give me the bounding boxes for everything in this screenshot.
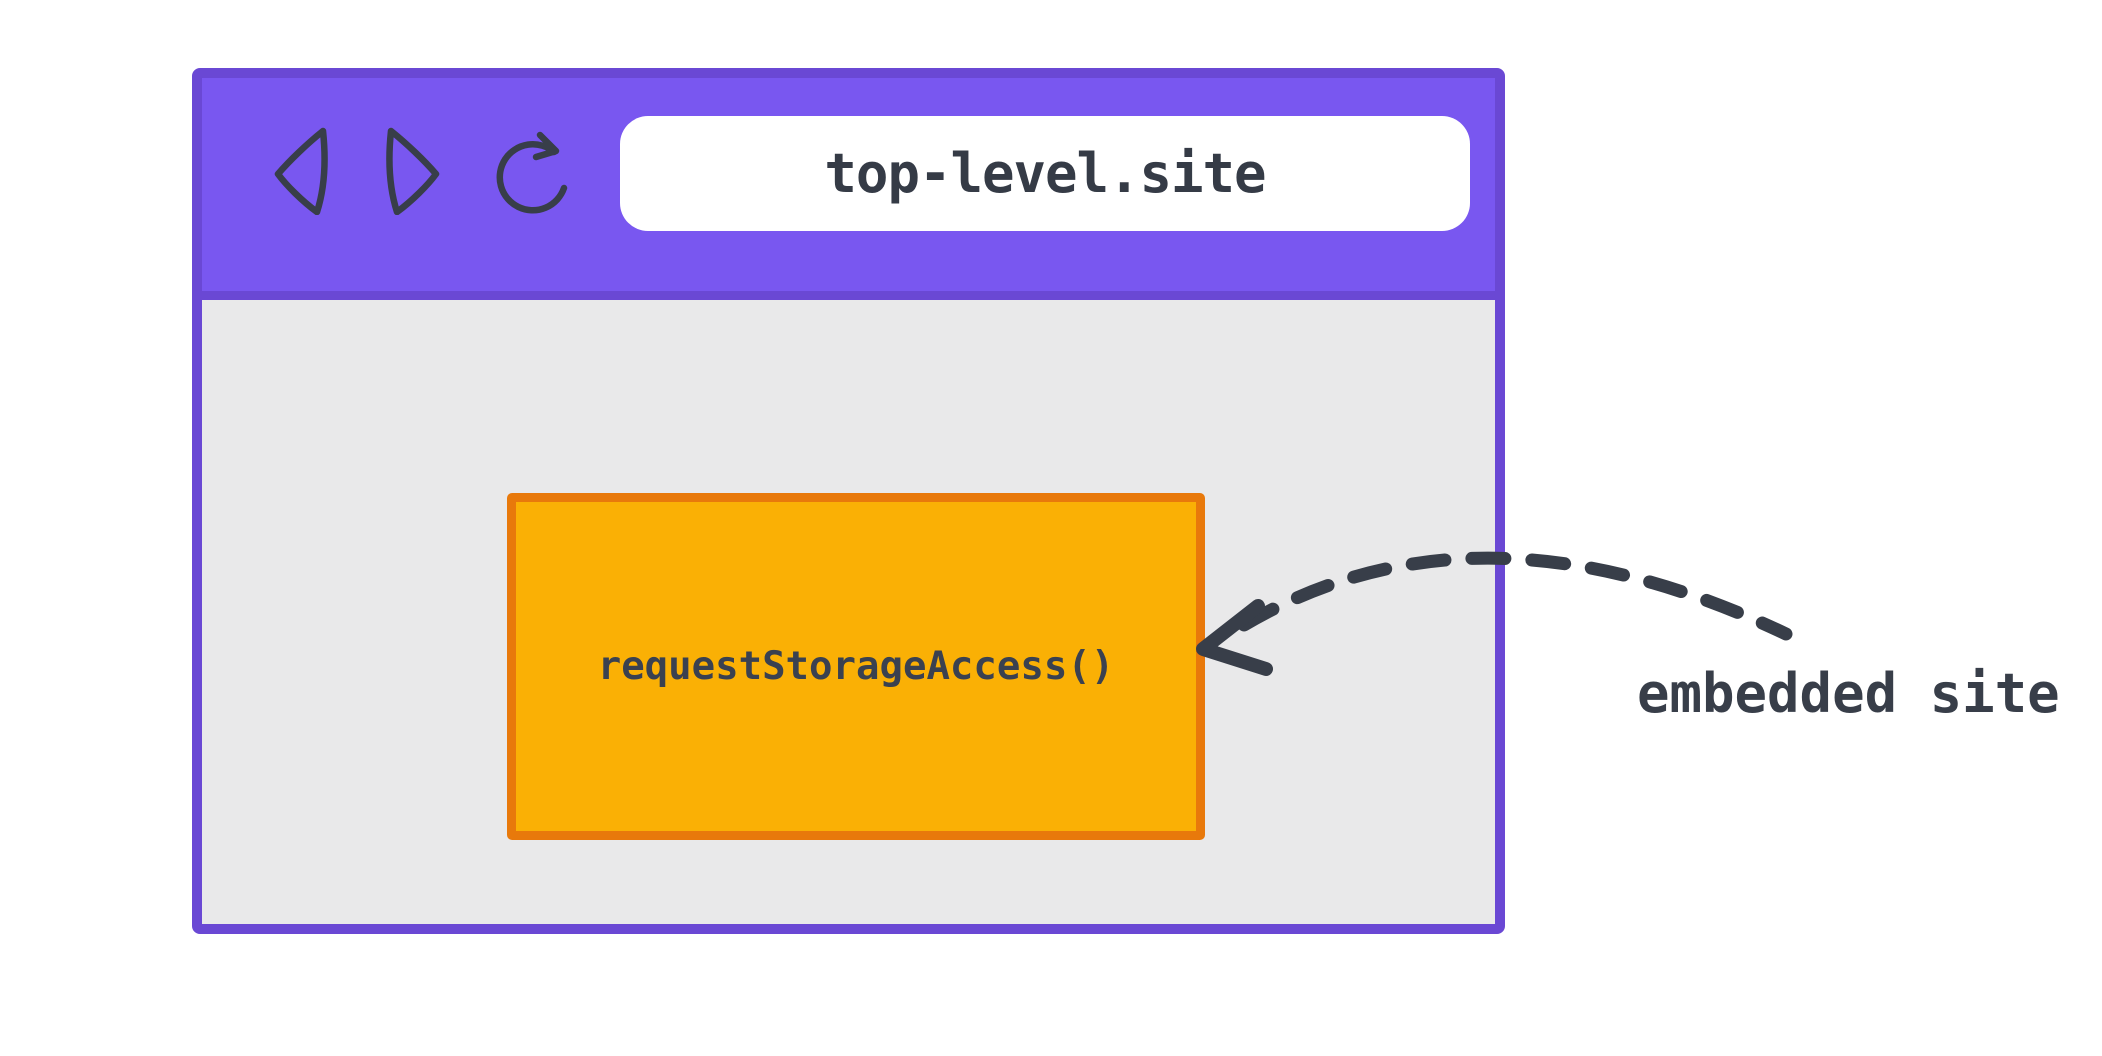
browser-window: top-level.site requestStorageAccess()	[192, 68, 1505, 934]
reload-icon	[490, 123, 580, 219]
embedded-site-label: embedded site	[1637, 662, 2060, 725]
embedded-iframe-box: requestStorageAccess()	[507, 493, 1205, 840]
back-icon	[274, 127, 332, 215]
browser-toolbar: top-level.site	[202, 78, 1495, 300]
address-bar: top-level.site	[620, 116, 1470, 231]
embedded-iframe-label: requestStorageAccess()	[597, 644, 1115, 689]
address-bar-url: top-level.site	[824, 142, 1266, 205]
forward-icon	[382, 127, 440, 215]
toolbar-nav-icons	[274, 126, 580, 216]
browser-content: requestStorageAccess()	[202, 300, 1495, 924]
